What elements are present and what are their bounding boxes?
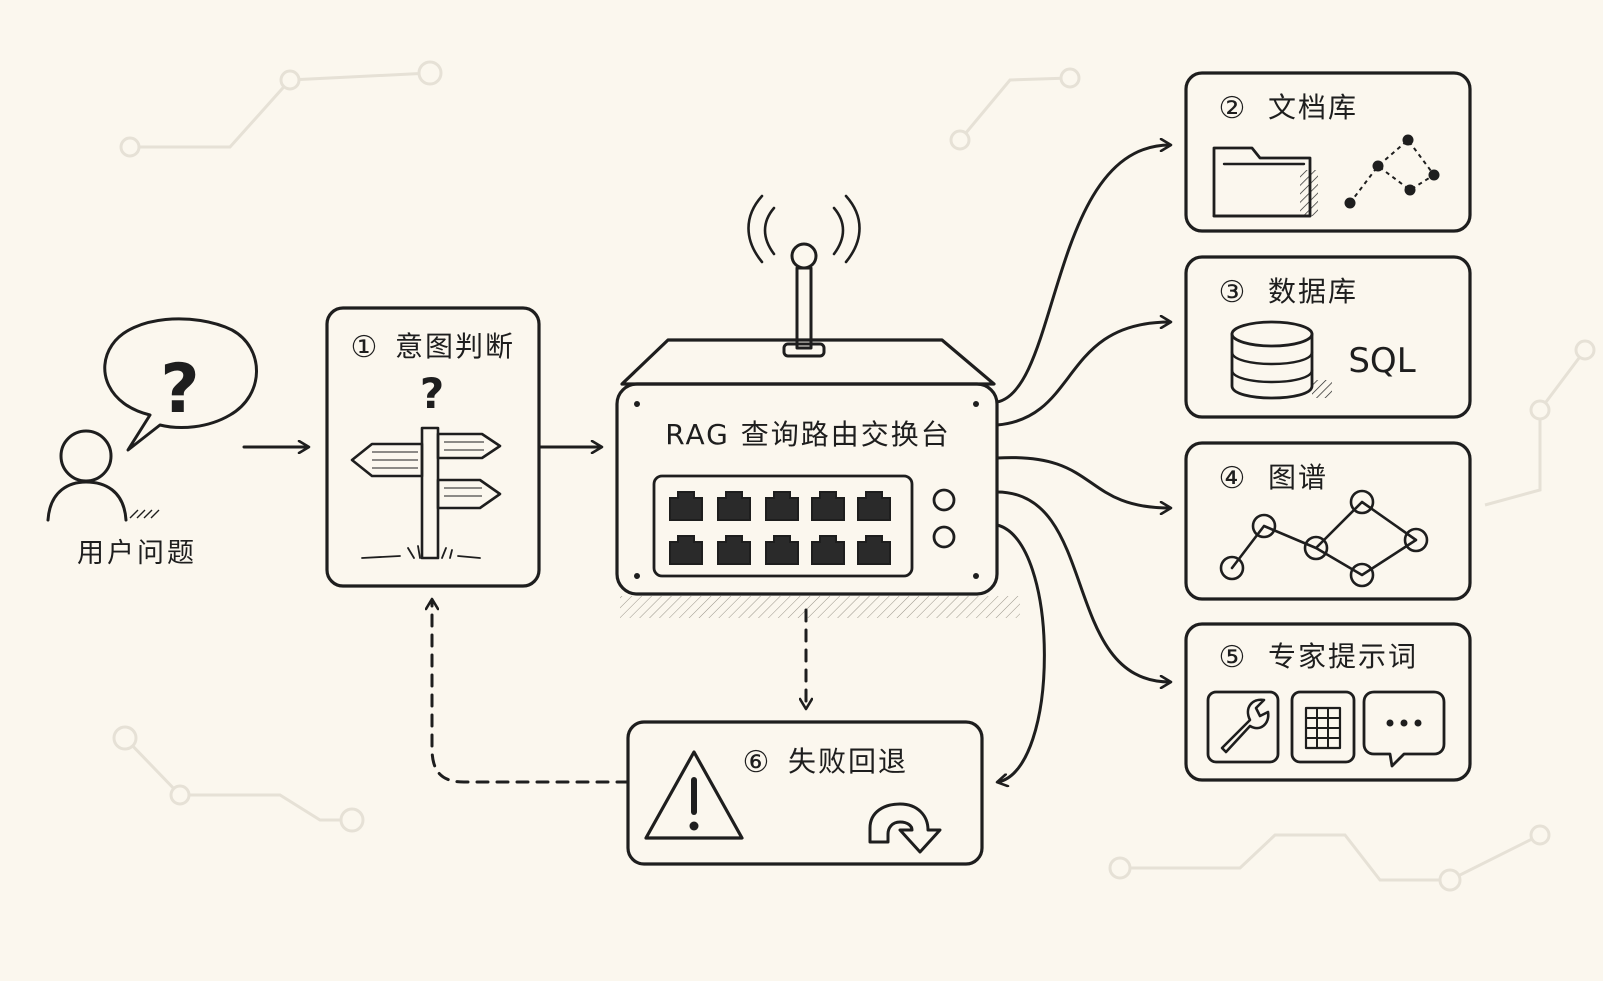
database-label: 数据库: [1268, 275, 1358, 308]
retry-arrow-icon: [868, 802, 942, 854]
background-circuit-decoration: [112, 60, 1596, 892]
fallback-label: 失败回退: [788, 745, 908, 778]
arrow-router-to-docs: [995, 145, 1170, 404]
router-port: [669, 491, 703, 521]
question-mark-icon: ?: [160, 350, 199, 429]
router-title: RAG 查询路由交换台: [665, 418, 951, 451]
database-number-badge: ③: [1219, 275, 1246, 310]
router-port: [669, 535, 703, 565]
fallback-node: ⑥ 失败回退: [626, 720, 984, 866]
arrow-router-to-fallback: [995, 523, 1046, 782]
destination-database-node: ③ 数据库 SQL: [1184, 255, 1472, 419]
chat-bubble-icon: [1362, 690, 1446, 768]
destination-docs-node: ② 文档库: [1184, 71, 1472, 233]
signpost-icon: ?: [350, 369, 502, 560]
router-port: [717, 535, 751, 565]
fallback-number-badge: ⑥: [743, 745, 770, 780]
arrow-router-to-database: [995, 322, 1170, 427]
graph-label: 图谱: [1268, 461, 1328, 494]
svg-text:?: ?: [420, 369, 444, 418]
router-port: [811, 535, 845, 565]
sql-badge: SQL: [1348, 341, 1415, 381]
router-port: [857, 535, 891, 565]
router-port: [857, 491, 891, 521]
expert-number-badge: ⑤: [1219, 640, 1246, 675]
router-port-panel: [669, 491, 891, 565]
scatter-graph-icon: [1344, 134, 1440, 209]
speech-bubble-icon: [103, 317, 258, 452]
status-led-bottom: [932, 525, 956, 549]
database-cylinder-icon: [1230, 320, 1332, 400]
intent-number-badge: ①: [351, 330, 378, 365]
expert-label: 专家提示词: [1268, 640, 1418, 673]
user-icon: [46, 429, 160, 522]
arrow-fallback-to-intent-dashed: [432, 600, 630, 784]
destination-graph-node: ④ 图谱: [1184, 441, 1472, 601]
destination-expert-prompt-node: ⑤ 专家提示词: [1184, 622, 1472, 782]
intent-label: 意图判断: [395, 330, 515, 363]
status-led-top: [932, 488, 956, 512]
warning-triangle-icon: [644, 750, 744, 840]
router-port: [765, 491, 799, 521]
router-port: [811, 491, 845, 521]
antenna-icon: [747, 194, 861, 358]
calculator-grid-icon: [1290, 690, 1356, 764]
user-question-node: ? 用户问题: [46, 317, 258, 569]
docs-label: 文档库: [1268, 91, 1358, 124]
knowledge-graph-icon: [1219, 489, 1429, 588]
wrench-icon: [1206, 690, 1280, 764]
user-question-label: 用户问题: [77, 538, 197, 569]
folder-icon: [1212, 146, 1318, 218]
docs-number-badge: ②: [1219, 91, 1246, 126]
router-port: [765, 535, 799, 565]
arrow-router-to-graph: [995, 456, 1170, 508]
intent-judgement-node: ① 意图判断 ?: [325, 306, 541, 588]
graph-number-badge: ④: [1219, 461, 1246, 496]
router-switchboard-node: RAG 查询路由交换台: [615, 194, 1020, 618]
router-port: [717, 491, 751, 521]
arrow-router-to-expert: [995, 490, 1170, 682]
